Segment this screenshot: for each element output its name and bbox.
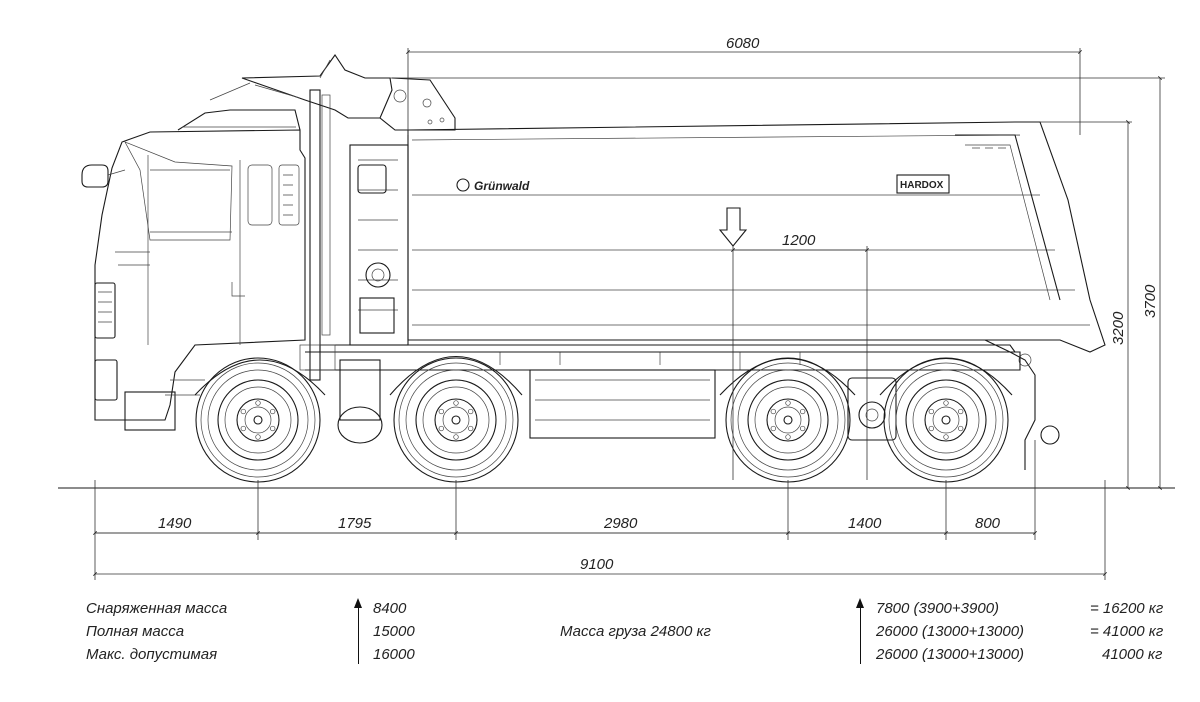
- total-max-value: 41000 кг: [1102, 646, 1163, 663]
- label-gross-mass: Полная масса: [86, 623, 185, 640]
- svg-text:3700: 3700: [1142, 284, 1159, 318]
- total-values: = 16200 кг = 41000 кг 41000 кг: [1090, 597, 1163, 666]
- dim-front-overhang: 1490: [158, 515, 192, 532]
- chassis: [194, 344, 1021, 444]
- dim-body-height: 3200: [1040, 120, 1132, 490]
- front-gross-value: 15000: [373, 623, 415, 640]
- label-curb-mass: Снаряженная масса: [86, 600, 228, 617]
- label-max-mass: Макс. допустимая: [86, 646, 218, 663]
- dim-rear-overhang: 800: [975, 515, 1001, 532]
- svg-text:1200: 1200: [782, 232, 816, 249]
- wheel-2: [393, 357, 519, 483]
- front-curb-value: 8400: [373, 600, 407, 617]
- hardox-logo: HARDOX: [900, 180, 944, 191]
- wheel-3: [725, 357, 851, 483]
- rear-axle-values: 7800 (3900+3900) 26000 (13000+13000) 260…: [876, 597, 1024, 666]
- dim-top-length: 6080: [406, 35, 1082, 135]
- total-curb-value: = 16200 кг: [1090, 600, 1164, 617]
- grunwald-logo: Grünwald: [474, 179, 530, 193]
- truck-cab: [81, 82, 306, 431]
- cargo-mass: Масса груза 24800 кг: [560, 623, 711, 640]
- rear-max-value: 26000 (13000+13000): [876, 646, 1025, 663]
- dim-wheelbase-3: 1400: [848, 515, 882, 532]
- front-axle-values: 8400 15000 16000: [373, 597, 415, 666]
- front-max-value: 16000: [373, 646, 415, 663]
- rear-curb-value: 7800 (3900+3900): [876, 600, 1000, 617]
- load-arrow: [718, 207, 748, 247]
- svg-text:3200: 3200: [1110, 311, 1127, 345]
- dim-load-offset: 1200: [731, 232, 869, 480]
- wheel-4: [883, 357, 1009, 483]
- dim-total-length: 9100: [93, 556, 1107, 576]
- svg-text:9100: 9100: [580, 556, 614, 573]
- dim-wheelbase-2: 2980: [603, 515, 638, 532]
- hydraulic-area: [349, 144, 409, 346]
- total-gross-value: = 41000 кг: [1090, 623, 1164, 640]
- svg-text:6080: 6080: [726, 35, 760, 52]
- exhaust-rack: [241, 54, 456, 381]
- rear-gross-value: 26000 (13000+13000): [876, 623, 1025, 640]
- dump-body: Grünwald HARDOX: [319, 121, 1106, 470]
- dim-wheelbase-row: 1490 1795 2980 1400 800: [93, 440, 1106, 580]
- dim-total-height: 3700: [390, 76, 1165, 490]
- dim-wheelbase-1: 1795: [338, 515, 372, 532]
- mass-labels: Снаряженная масса Полная масса Макс. доп…: [86, 597, 227, 666]
